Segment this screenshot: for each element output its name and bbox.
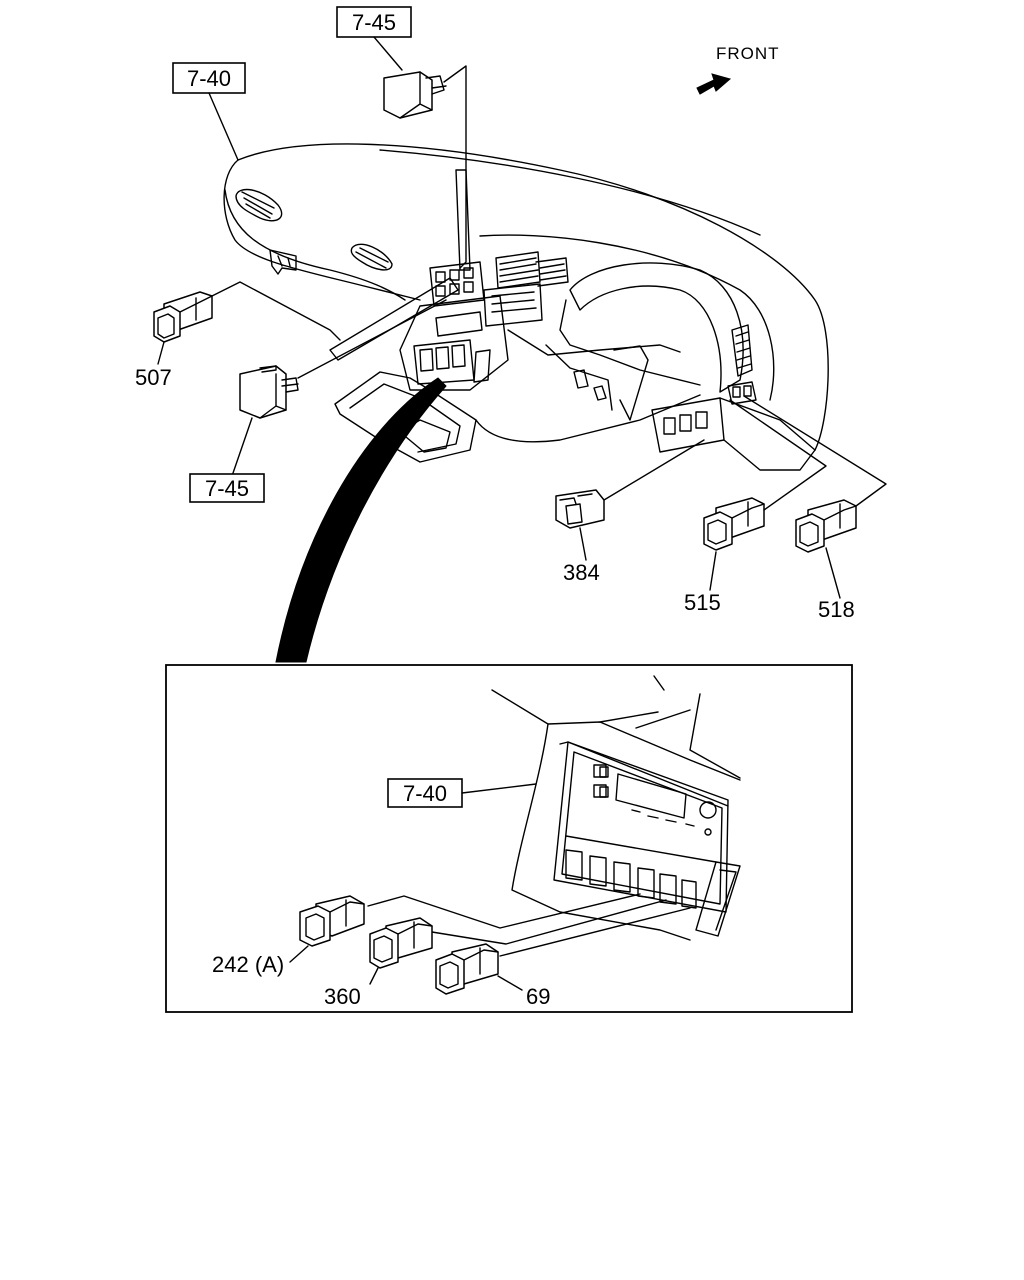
front-direction-indicator: FRONT [696,44,780,95]
switch-part-507[interactable]: 507 [135,281,341,390]
switch-part-69[interactable]: 69 [435,943,550,1009]
front-label: FRONT [716,44,780,63]
switch-part-518[interactable]: 518 [743,395,887,622]
inset-detail-panel: 7-40 [165,664,853,1013]
callout-507: 507 [135,365,172,390]
callout-69: 69 [526,984,550,1009]
ref-box-left[interactable]: 7-45 [189,473,265,503]
callout-518: 518 [818,597,855,622]
ref-inset-label: 7-40 [403,781,447,806]
connector-left-part [231,299,447,477]
front-arrow-icon [696,73,732,95]
connector-top-part [383,71,447,119]
switch-part-242a[interactable]: 242 (A) [212,895,365,977]
ref-box-dashboard[interactable]: 7-40 [172,62,246,94]
callout-515: 515 [684,590,721,615]
callout-360: 360 [324,984,361,1009]
ref-box-inset[interactable]: 7-40 [387,778,463,808]
ref-dash-top-label: 7-40 [187,66,231,91]
dashboard-illustration [223,143,829,471]
callout-384: 384 [563,560,600,585]
zoom-pointer-wedge [275,377,447,663]
ref-left-label: 7-45 [205,476,249,501]
ref-top-label: 7-45 [352,10,396,35]
callout-242a: 242 (A) [212,952,284,977]
switch-part-360[interactable]: 360 [324,917,433,1009]
switch-part-515[interactable]: 515 [684,399,827,615]
switch-part-384[interactable]: 384 [555,439,705,585]
ref-box-top[interactable]: 7-45 [336,6,412,38]
